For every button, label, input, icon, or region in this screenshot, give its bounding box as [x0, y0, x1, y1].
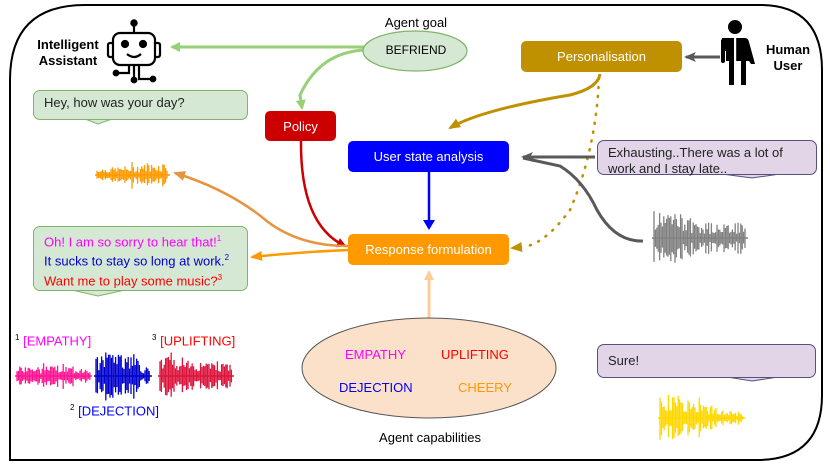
capability-cheery-label: CHEERY: [458, 380, 512, 395]
response-empathy-text: Oh! I am so sorry to hear that!: [44, 234, 217, 250]
response-sup2: 2: [224, 253, 230, 263]
response-uplifting-text: Want me to play some music?: [44, 272, 218, 288]
capability-uplifting-label: UPLIFTING: [441, 347, 509, 362]
waveform-label-empathy-text: [EMPATHY]: [23, 333, 92, 349]
response-formulation-node[interactable]: Response formulation: [348, 234, 509, 265]
waveform-label-uplifting-text: [UPLIFTING]: [160, 333, 236, 349]
response-sup3: 3: [217, 272, 223, 282]
goal-caption: Agent goal: [384, 15, 448, 30]
arrow-goal-to-policy: [295, 48, 366, 110]
capability-uplifting: UPLIFTING: [441, 347, 509, 362]
assistant-label-line2: Assistant: [38, 53, 98, 68]
yellow-user-waveform: [658, 394, 745, 440]
uplifting-waveform: [158, 352, 234, 397]
user-label-line1: Human: [765, 42, 811, 57]
bubble-tail-reply: [721, 173, 781, 179]
policy-node[interactable]: Policy: [265, 111, 336, 141]
response-dejection-text: It sucks to stay so long at work.: [44, 253, 225, 269]
capability-empathy-label: EMPATHY: [345, 347, 406, 362]
waveform-label-dejection-text: [DEJECTION]: [78, 403, 159, 419]
orange-waveform: [95, 162, 170, 189]
bubble-tail-final: [726, 376, 779, 382]
capabilities-ellipse: [301, 317, 557, 419]
waveform-label-dejection-num: 2: [70, 403, 75, 412]
assistant-greeting-text: Hey, how was your day?: [44, 95, 185, 110]
capability-cheery: CHEERY: [458, 380, 512, 395]
arrow-response-to-waveform: [173, 171, 349, 248]
goal-value: BEFRIEND: [385, 43, 447, 57]
empathy-waveform: [15, 363, 92, 389]
assistant-response-bubble: Oh! I am so sorry to hear that!1 It suck…: [33, 226, 248, 291]
bubble-tail-response: [71, 289, 126, 297]
person-icon: [721, 20, 755, 86]
bubble-tail-greeting: [84, 118, 113, 125]
arrow-personalisation-to-response-head: [510, 242, 523, 252]
waveform-label-empathy: 1 [EMPATHY]: [15, 333, 91, 348]
user-state-analysis-node[interactable]: User state analysis: [348, 141, 509, 172]
capabilities-caption: Agent capabilities: [379, 430, 481, 445]
capability-empathy: EMPATHY: [345, 347, 406, 362]
user-reply-text: Exhausting..There was a lot of work and …: [608, 145, 783, 176]
waveform-label-uplifting: 3 [UPLIFTING]: [152, 333, 235, 348]
assistant-greeting-bubble: Hey, how was your day?: [33, 90, 248, 120]
outer-frame: [9, 4, 823, 461]
arrow-policy-to-response: [299, 139, 347, 248]
assistant-label: Intelligent Assistant: [28, 37, 108, 69]
arrow-personalisation-to-userstate: [448, 73, 602, 130]
arrow-personalisation-to-response-dotted: [526, 76, 601, 248]
user-reply-bubble: Exhausting..There was a lot of work and …: [597, 140, 817, 176]
gray-user-waveform: [652, 211, 748, 263]
waveform-label-uplifting-num: 3: [152, 333, 157, 342]
response-sup1: 1: [216, 234, 222, 243]
dejection-waveform: [94, 352, 152, 401]
user-label-line2: User: [773, 58, 803, 73]
user-label: Human User: [758, 42, 818, 74]
waveform-label-dejection: 2 [DEJECTION]: [70, 403, 159, 418]
capability-dejection: DEJECTION: [339, 380, 413, 395]
goal-ellipse: [362, 30, 468, 72]
user-final-bubble: Sure!: [597, 344, 816, 378]
robot-icon: [106, 19, 162, 84]
arrow-userwave-to-userstate: [522, 156, 644, 243]
assistant-label-line1: Intelligent: [37, 37, 99, 52]
user-final-text: Sure!: [608, 353, 640, 368]
personalisation-node[interactable]: Personalisation: [521, 41, 682, 72]
capability-dejection-label: DEJECTION: [339, 380, 413, 395]
arrow-response-to-bubble: [250, 248, 349, 261]
waveform-label-empathy-num: 1: [15, 333, 20, 342]
